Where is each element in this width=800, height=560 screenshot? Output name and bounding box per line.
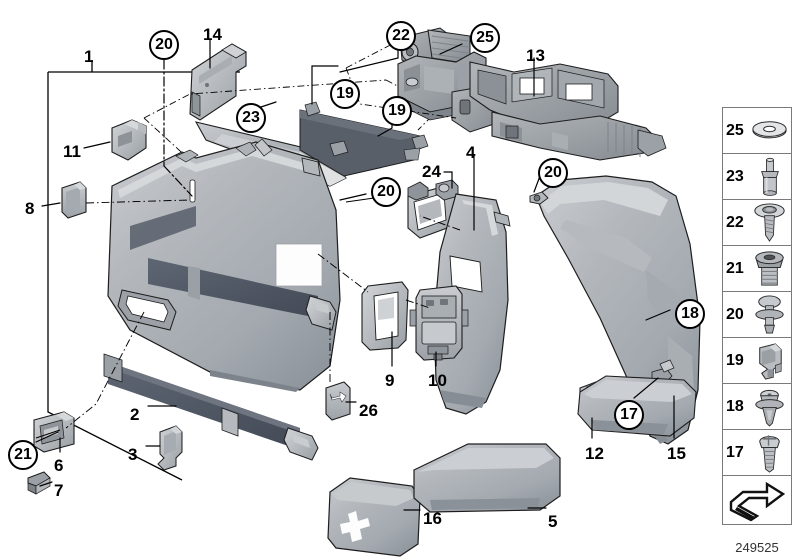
legend-row-18: 18 [723, 384, 791, 430]
legend-number-22: 22 [726, 213, 744, 231]
callout-circled-20-top-left: 20 [149, 30, 179, 60]
callout-circled-19-right: 19 [382, 96, 412, 126]
callout-13: 13 [526, 46, 545, 65]
legend-row-21: 21 [723, 246, 791, 292]
callout-24: 24 [422, 162, 441, 181]
callout-3: 3 [128, 445, 138, 464]
callout-circled-21: 21 [8, 440, 38, 470]
callout-9: 9 [385, 371, 395, 390]
expanding-rivet-icon [748, 292, 791, 337]
callout-circled-17: 17 [614, 400, 644, 430]
callout-26: 26 [359, 401, 378, 420]
callout-1: 1 [84, 47, 94, 66]
callout-7: 7 [54, 481, 64, 500]
legend-number-18: 18 [726, 397, 744, 415]
legend-row-direction-arrow [723, 476, 791, 524]
callout-circled-23: 23 [236, 103, 266, 133]
legend-row-25: 25 [723, 108, 791, 154]
callout-circled-22: 22 [386, 21, 416, 51]
fastener-legend: 25 23 [722, 107, 792, 525]
callout-16: 16 [423, 509, 442, 528]
callout-11: 11 [63, 142, 81, 161]
socket-head-bolt-icon [748, 246, 791, 291]
pan-head-screw-icon [748, 430, 791, 475]
flange-head-screw-icon [748, 200, 791, 245]
callout-circled-20-middle: 20 [371, 177, 401, 207]
callout-2: 2 [130, 405, 140, 424]
diagram-id-number: 249525 [735, 540, 779, 555]
legend-number-21: 21 [726, 259, 744, 277]
callout-5: 5 [548, 512, 558, 531]
legend-number-25: 25 [726, 121, 744, 139]
legend-number-17: 17 [726, 443, 744, 461]
flat-washer-icon [748, 108, 791, 153]
direction-arrow-icon [723, 476, 791, 524]
callout-circled-20-right: 20 [538, 158, 568, 188]
spring-clip-icon [748, 338, 791, 383]
callout-circled-19-left: 19 [330, 79, 360, 109]
callout-circled-18: 18 [675, 299, 705, 329]
legend-row-20: 20 [723, 292, 791, 338]
legend-number-19: 19 [726, 351, 744, 369]
callout-12: 12 [585, 444, 604, 463]
callout-10: 10 [428, 371, 447, 390]
legend-row-17: 17 [723, 430, 791, 476]
legend-number-20: 20 [726, 305, 744, 323]
callout-6: 6 [54, 456, 64, 475]
legend-row-22: 22 [723, 200, 791, 246]
callout-15: 15 [667, 444, 686, 463]
legend-row-23: 23 [723, 154, 791, 200]
legend-row-19: 19 [723, 338, 791, 384]
legend-number-23: 23 [726, 167, 744, 185]
callout-4: 4 [466, 143, 476, 162]
stepped-stud-icon [748, 154, 791, 199]
callout-8: 8 [25, 199, 35, 218]
callout-circled-25: 25 [470, 23, 500, 53]
callout-14: 14 [203, 25, 222, 44]
push-in-plug-icon [748, 384, 791, 429]
